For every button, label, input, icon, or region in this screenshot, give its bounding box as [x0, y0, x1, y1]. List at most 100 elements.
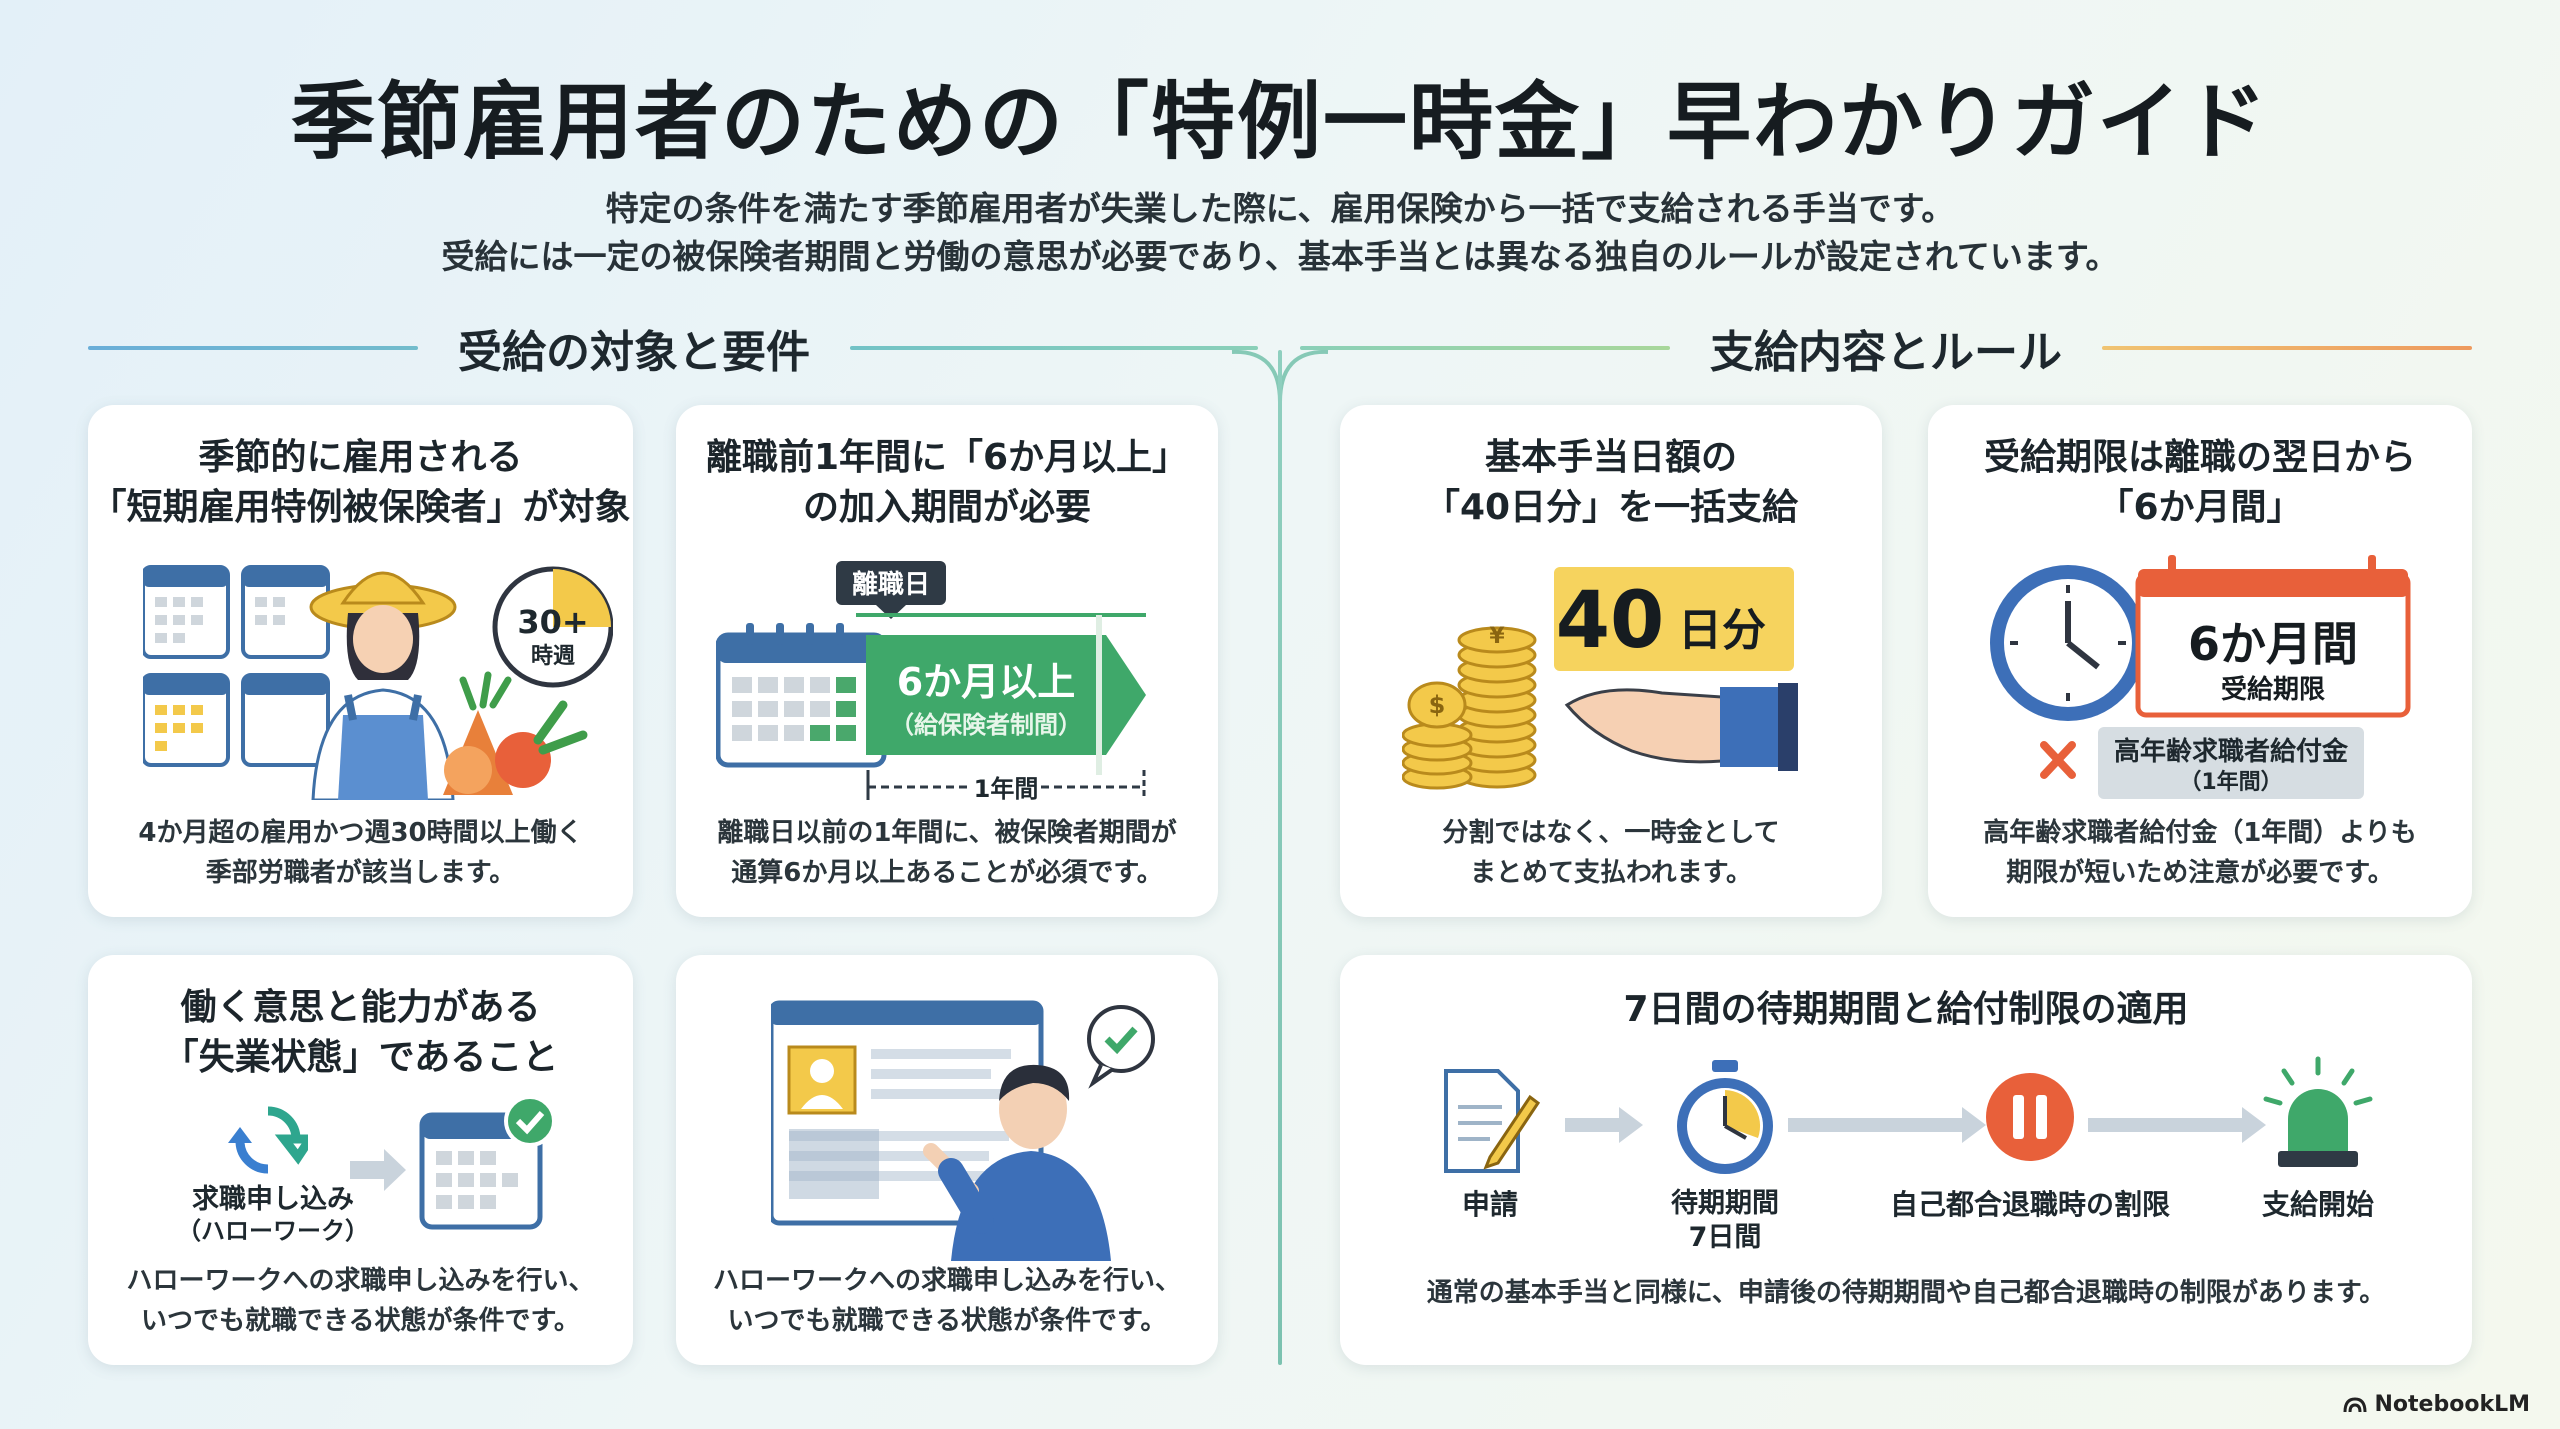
section-title-left: 受給の対象と要件: [458, 327, 810, 378]
step-label-apply: 求職申し込み: [192, 1184, 354, 1215]
clock-badge-top: 30+: [517, 603, 588, 641]
card-waiting-desc: 通常の基本手当と同様に、申請後の待期期間や自己都合退職時の制限があります。: [1426, 1278, 2386, 1308]
section-rule: [2102, 346, 2472, 350]
card-period-title2: の加入期間が必要: [802, 487, 1091, 528]
section-rule: [1300, 346, 1670, 350]
coin-stack-icon: ¥ $: [1402, 624, 1537, 790]
card-deadline-desc2: 期限が短いため注意が必要です。: [2006, 858, 2394, 888]
stopwatch-icon: [1677, 1060, 1773, 1174]
calendar-icon: [143, 565, 230, 659]
refresh-icon: [228, 1106, 308, 1174]
amount-unit: 日分: [1678, 605, 1766, 656]
farmer-icon: [309, 571, 457, 800]
cross-icon: [2040, 741, 2076, 779]
step-label: 自己都合退職時の割限: [1889, 1188, 2170, 1221]
span-label: 1年間: [974, 775, 1039, 800]
brand-footer: NotebookLM: [2343, 1392, 2530, 1417]
page-subtitle-line1: 特定の条件を満たす季節雇用者が失業した際に、雇用保険から一括で支給される手当です…: [605, 189, 1955, 228]
card-deadline-title1: 受給期限は離職の翌日から: [1983, 437, 2416, 478]
card-jobsearch: ハローワークへの求職申し込みを行い、 いつでも就職できる状態が条件です。: [676, 955, 1218, 1365]
tag-label: 離職日: [836, 561, 946, 619]
card-lumpsum: 基本手当日額の 「40日分」を一括支給 ¥ $ 40 日分 分割ではなく、一時金…: [1340, 405, 1882, 917]
calendar-sub-text: 受給期限: [2221, 674, 2325, 705]
card-target-desc1: 4か月超の雇用かつ週30時間以上働く: [138, 818, 583, 848]
tag-text: 離職日: [852, 569, 930, 600]
step-label: 待期期間: [1671, 1188, 1779, 1219]
period-arrow: 6か月以上 （給保険者制間）: [856, 613, 1146, 775]
dollar-symbol: $: [1429, 691, 1446, 719]
card-lumpsum-desc1: 分割ではなく、一時金として: [1442, 818, 1780, 848]
step-label-sub: 7日間: [1688, 1222, 1762, 1253]
card-waiting: 7日間の待期期間と給付制限の適用 申請 待期期間 7日間 自己都合退職時の割限 …: [1340, 955, 2472, 1365]
card-target-title1: 季節的に雇用される: [198, 437, 523, 478]
yen-symbol: ¥: [1489, 624, 1505, 649]
calendar-icon: 6か月間 受給期限: [2135, 555, 2411, 718]
calendar-icon: [143, 673, 230, 767]
period-illustration: 離職日 6か月以上 （給保険者制間） 1年間: [716, 561, 1146, 800]
section-header-right: 支給内容とルール: [1300, 318, 2472, 378]
lumpsum-illustration: ¥ $ 40 日分: [1402, 567, 1798, 790]
card-target-title2: 「短期雇用特例被保険者」が対象: [90, 487, 631, 528]
notebooklm-logo-icon: [2343, 1396, 2367, 1412]
card-lumpsum-desc2: まとめて支払われます。: [1469, 858, 1753, 888]
compare-line1: 高年齢求職者給付金: [2114, 736, 2349, 767]
calendar-icon: [716, 623, 887, 768]
card-period-desc1: 離職日以前の1年間に、被保険者期間が: [717, 818, 1177, 848]
card-period: 離職前1年間に「6か月以上」 の加入期間が必要 離職日 6か月以上 （給保険者制…: [676, 405, 1218, 917]
card-unemployed: 働く意思と能力がある 「失業状態」であること 求職申し込み （ハローワーク） ハ…: [88, 955, 633, 1365]
section-rule: [850, 346, 1258, 350]
card-period-desc2: 通算6か月以上あることが必須です。: [731, 858, 1163, 888]
clock-icon: [1990, 565, 2146, 721]
card-waiting-title: 7日間の待期期間と給付制限の適用: [1623, 989, 2189, 1030]
page-subtitle-line2: 受給には一定の被保険者期間と労働の意思が必要であり、基本手当とは異なる独自のルー…: [441, 237, 2119, 276]
compare-line2: （1年間）: [2179, 769, 2282, 795]
giving-hand-icon: [1564, 683, 1798, 771]
section-divider: [1278, 350, 1282, 1365]
card-target: 季節的に雇用される 「短期雇用特例被保険者」が対象: [88, 405, 633, 917]
card-jobsearch-desc2: いつでも就職できる状態が条件です。: [727, 1306, 1167, 1336]
card-deadline: 受給期限は離職の翌日から 「6か月間」 6か月間 受給期限 高年齢求職者給付金 …: [1928, 405, 2472, 917]
step-label: 申請: [1461, 1188, 1518, 1221]
card-period-title1: 離職前1年間に「6か月以上」: [705, 437, 1189, 478]
browser-window-icon: [771, 1000, 1044, 1226]
card-deadline-desc1: 高年齢求職者給付金（1年間）よりも: [1983, 818, 2417, 848]
card-jobsearch-desc1: ハローワークへの求職申し込みを行い、: [712, 1266, 1181, 1296]
seasonal-worker-illustration: 30+ 時週: [143, 565, 613, 800]
calendar-main-text: 6か月間: [2188, 617, 2358, 671]
vegetables-icon: [443, 671, 588, 795]
job-search-illustration: [771, 1000, 1155, 1261]
clock-badge-icon: 30+ 時週: [492, 566, 613, 688]
section-title-right: 支給内容とルール: [1710, 327, 2062, 378]
calendar-check-icon: [419, 1095, 556, 1230]
arrow-right-icon: [1565, 1107, 1643, 1143]
arrow-right-icon: [2088, 1107, 2266, 1143]
compare-box: 高年齢求職者給付金 （1年間）: [2098, 727, 2364, 799]
span-indicator: 1年間: [866, 770, 1146, 800]
clock-badge-bottom: 時週: [531, 644, 575, 669]
section-rule: [88, 346, 418, 350]
calendar-icon: [241, 565, 330, 659]
card-lumpsum-title2: 「40日分」を一括支給: [1423, 487, 1799, 528]
brand-name: NotebookLM: [2374, 1392, 2530, 1417]
section-header-left: 受給の対象と要件: [88, 318, 1258, 378]
card-unemployed-title1: 働く意思と能力がある: [180, 987, 541, 1028]
page-title: 季節雇用者のための「特例一時金」早わかりガイド: [290, 73, 2269, 171]
card-lumpsum-title1: 基本手当日額の: [1484, 437, 1737, 478]
amount-card: 40 日分: [1554, 567, 1794, 671]
signal-light-icon: [2263, 1056, 2373, 1167]
step-label-hellowork: （ハローワーク）: [177, 1217, 369, 1245]
card-unemployed-desc2: いつでも就職できる状態が条件です。: [141, 1306, 580, 1336]
deadline-illustration: 6か月間 受給期限 高年齢求職者給付金 （1年間）: [1990, 555, 2411, 799]
period-arrow-sub: （給保険者制間）: [890, 711, 1082, 739]
period-arrow-main: 6か月以上: [897, 660, 1075, 704]
document-pen-icon: [1444, 1069, 1540, 1173]
person-icon: [923, 1064, 1111, 1261]
card-unemployed-title2: 「失業状態」であること: [162, 1037, 559, 1078]
card-target-desc2: 季部労職者が該当します。: [205, 858, 516, 888]
arrow-right-icon: [350, 1149, 406, 1191]
pause-icon: [1986, 1073, 2074, 1161]
step-label: 支給開始: [2261, 1188, 2374, 1221]
amount-number: 40: [1556, 576, 1665, 666]
card-deadline-title2: 「6か月間」: [2097, 487, 2303, 528]
calendar-icon: [241, 673, 330, 767]
